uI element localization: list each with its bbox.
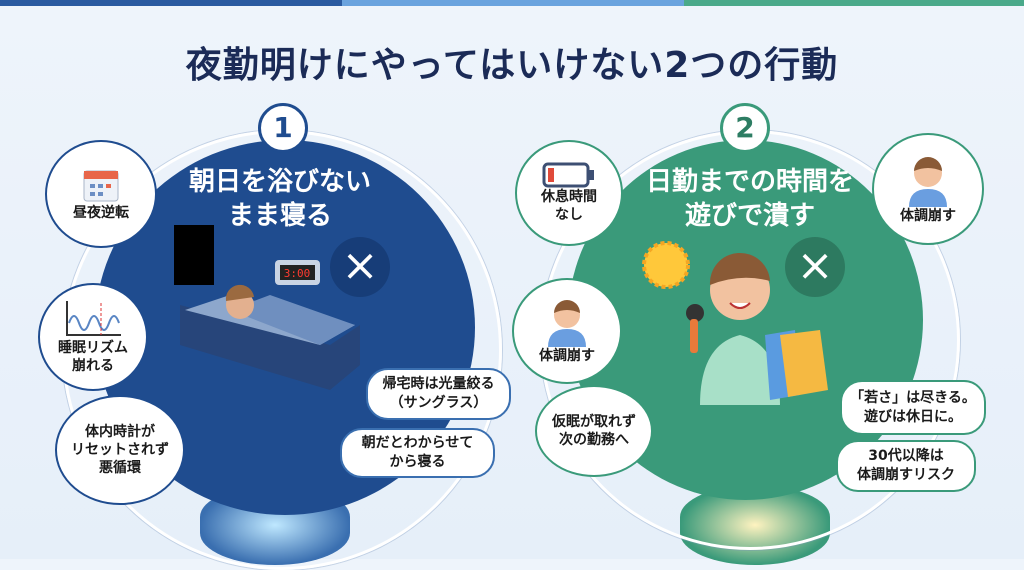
bubble-day-night-reversal: 昼夜逆転 (45, 140, 157, 248)
bubble-no-rest: 休息時間 なし (515, 140, 623, 246)
heading-line: 日勤までの時間を (645, 167, 854, 197)
rhythm-chart-icon (66, 301, 121, 336)
bubble-body-clock: 体内時計が リセットされず 悪循環 (55, 395, 185, 505)
bubble-sick-right: 体調崩す (872, 133, 984, 245)
bubble-sleep-rhythm: 睡眠リズム 崩れる (38, 283, 148, 391)
tip-sunglasses: 帰宅時は光量絞る （サングラス） (366, 368, 511, 420)
page-title: 夜勤明けにやってはいけない2つの行動 (185, 45, 839, 86)
bubble-text: 体調崩す (900, 208, 956, 224)
bubble-text: なし (555, 207, 583, 223)
bubble-text: 昼夜逆転 (73, 205, 129, 221)
low-battery-icon (542, 162, 594, 188)
top-bar-green (684, 0, 1024, 6)
bubble-text: 体内時計が (85, 424, 155, 440)
top-bar-blue (0, 0, 342, 6)
tip-youth: 「若さ」は尽きる。 遊びは休日に。 (840, 380, 986, 435)
bubble-text: 崩れる (72, 358, 114, 374)
person-with-microphone-and-shopping-bags-icon (642, 241, 828, 405)
heading-line: まま寝る (227, 201, 332, 231)
tired-person-icon (548, 300, 586, 347)
number-badge: 1 (258, 103, 308, 153)
panel-heading: 朝日を浴びない まま寝る (160, 165, 400, 233)
heading-line: 遊びで潰す (684, 201, 815, 231)
number-badge: 2 (720, 103, 770, 153)
bubble-text: 次の勤務へ (559, 432, 629, 448)
bubble-text: 悪循環 (99, 460, 141, 476)
clock-text: 3:00 (284, 267, 311, 280)
top-bar-light (342, 0, 684, 6)
sleeping-person-in-bed-icon: 3:00 (174, 225, 360, 390)
tip-morning: 朝だとわからせて から寝る (340, 428, 495, 478)
bubble-text: 体調崩す (539, 348, 595, 364)
panel-heading: 日勤までの時間を 遊びで潰す (620, 165, 880, 233)
bubble-text: 睡眠リズム (58, 340, 128, 356)
x-mark-icon: × (785, 237, 845, 297)
bubble-sick-left: 体調崩す (512, 278, 622, 384)
bubble-text: リセットされず (71, 442, 169, 458)
calendar-icon (83, 170, 119, 202)
heading-line: 朝日を浴びない (188, 167, 371, 197)
tip-thirties: 30代以降は 体調崩すリスク (836, 440, 976, 492)
x-mark-icon: × (330, 237, 390, 297)
bubble-text: 休息時間 (541, 189, 597, 205)
sick-person-icon (909, 157, 947, 207)
bubble-text: 仮眠が取れず (552, 414, 636, 430)
bubble-no-nap: 仮眠が取れず 次の勤務へ (535, 385, 653, 477)
